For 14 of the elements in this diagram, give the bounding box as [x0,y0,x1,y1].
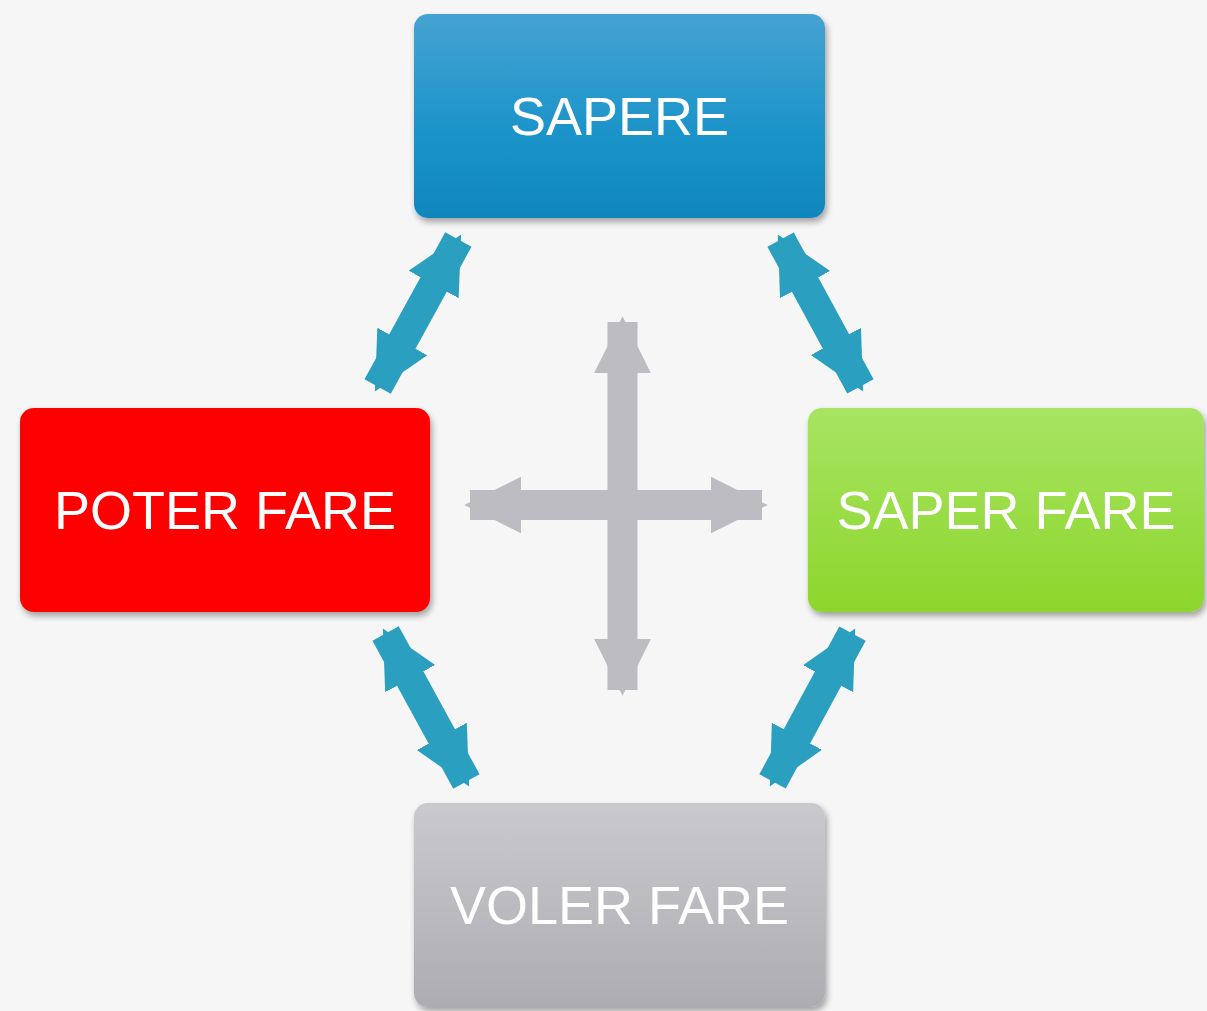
process-box [414,14,825,218]
double-arrow [372,626,480,789]
process-box [20,408,430,612]
double-arrow [759,626,866,789]
process-box [808,408,1204,612]
process-box [414,803,825,1007]
box-label: SAPERE [509,85,730,147]
box-label: POTER FARE [53,479,397,541]
double-arrow [364,232,472,394]
box-label: SAPER FARE [836,479,1176,541]
double-arrow [767,232,874,394]
double-arrow [594,316,651,696]
box-label: VOLER FARE [449,874,790,936]
double-arrow [464,476,768,534]
